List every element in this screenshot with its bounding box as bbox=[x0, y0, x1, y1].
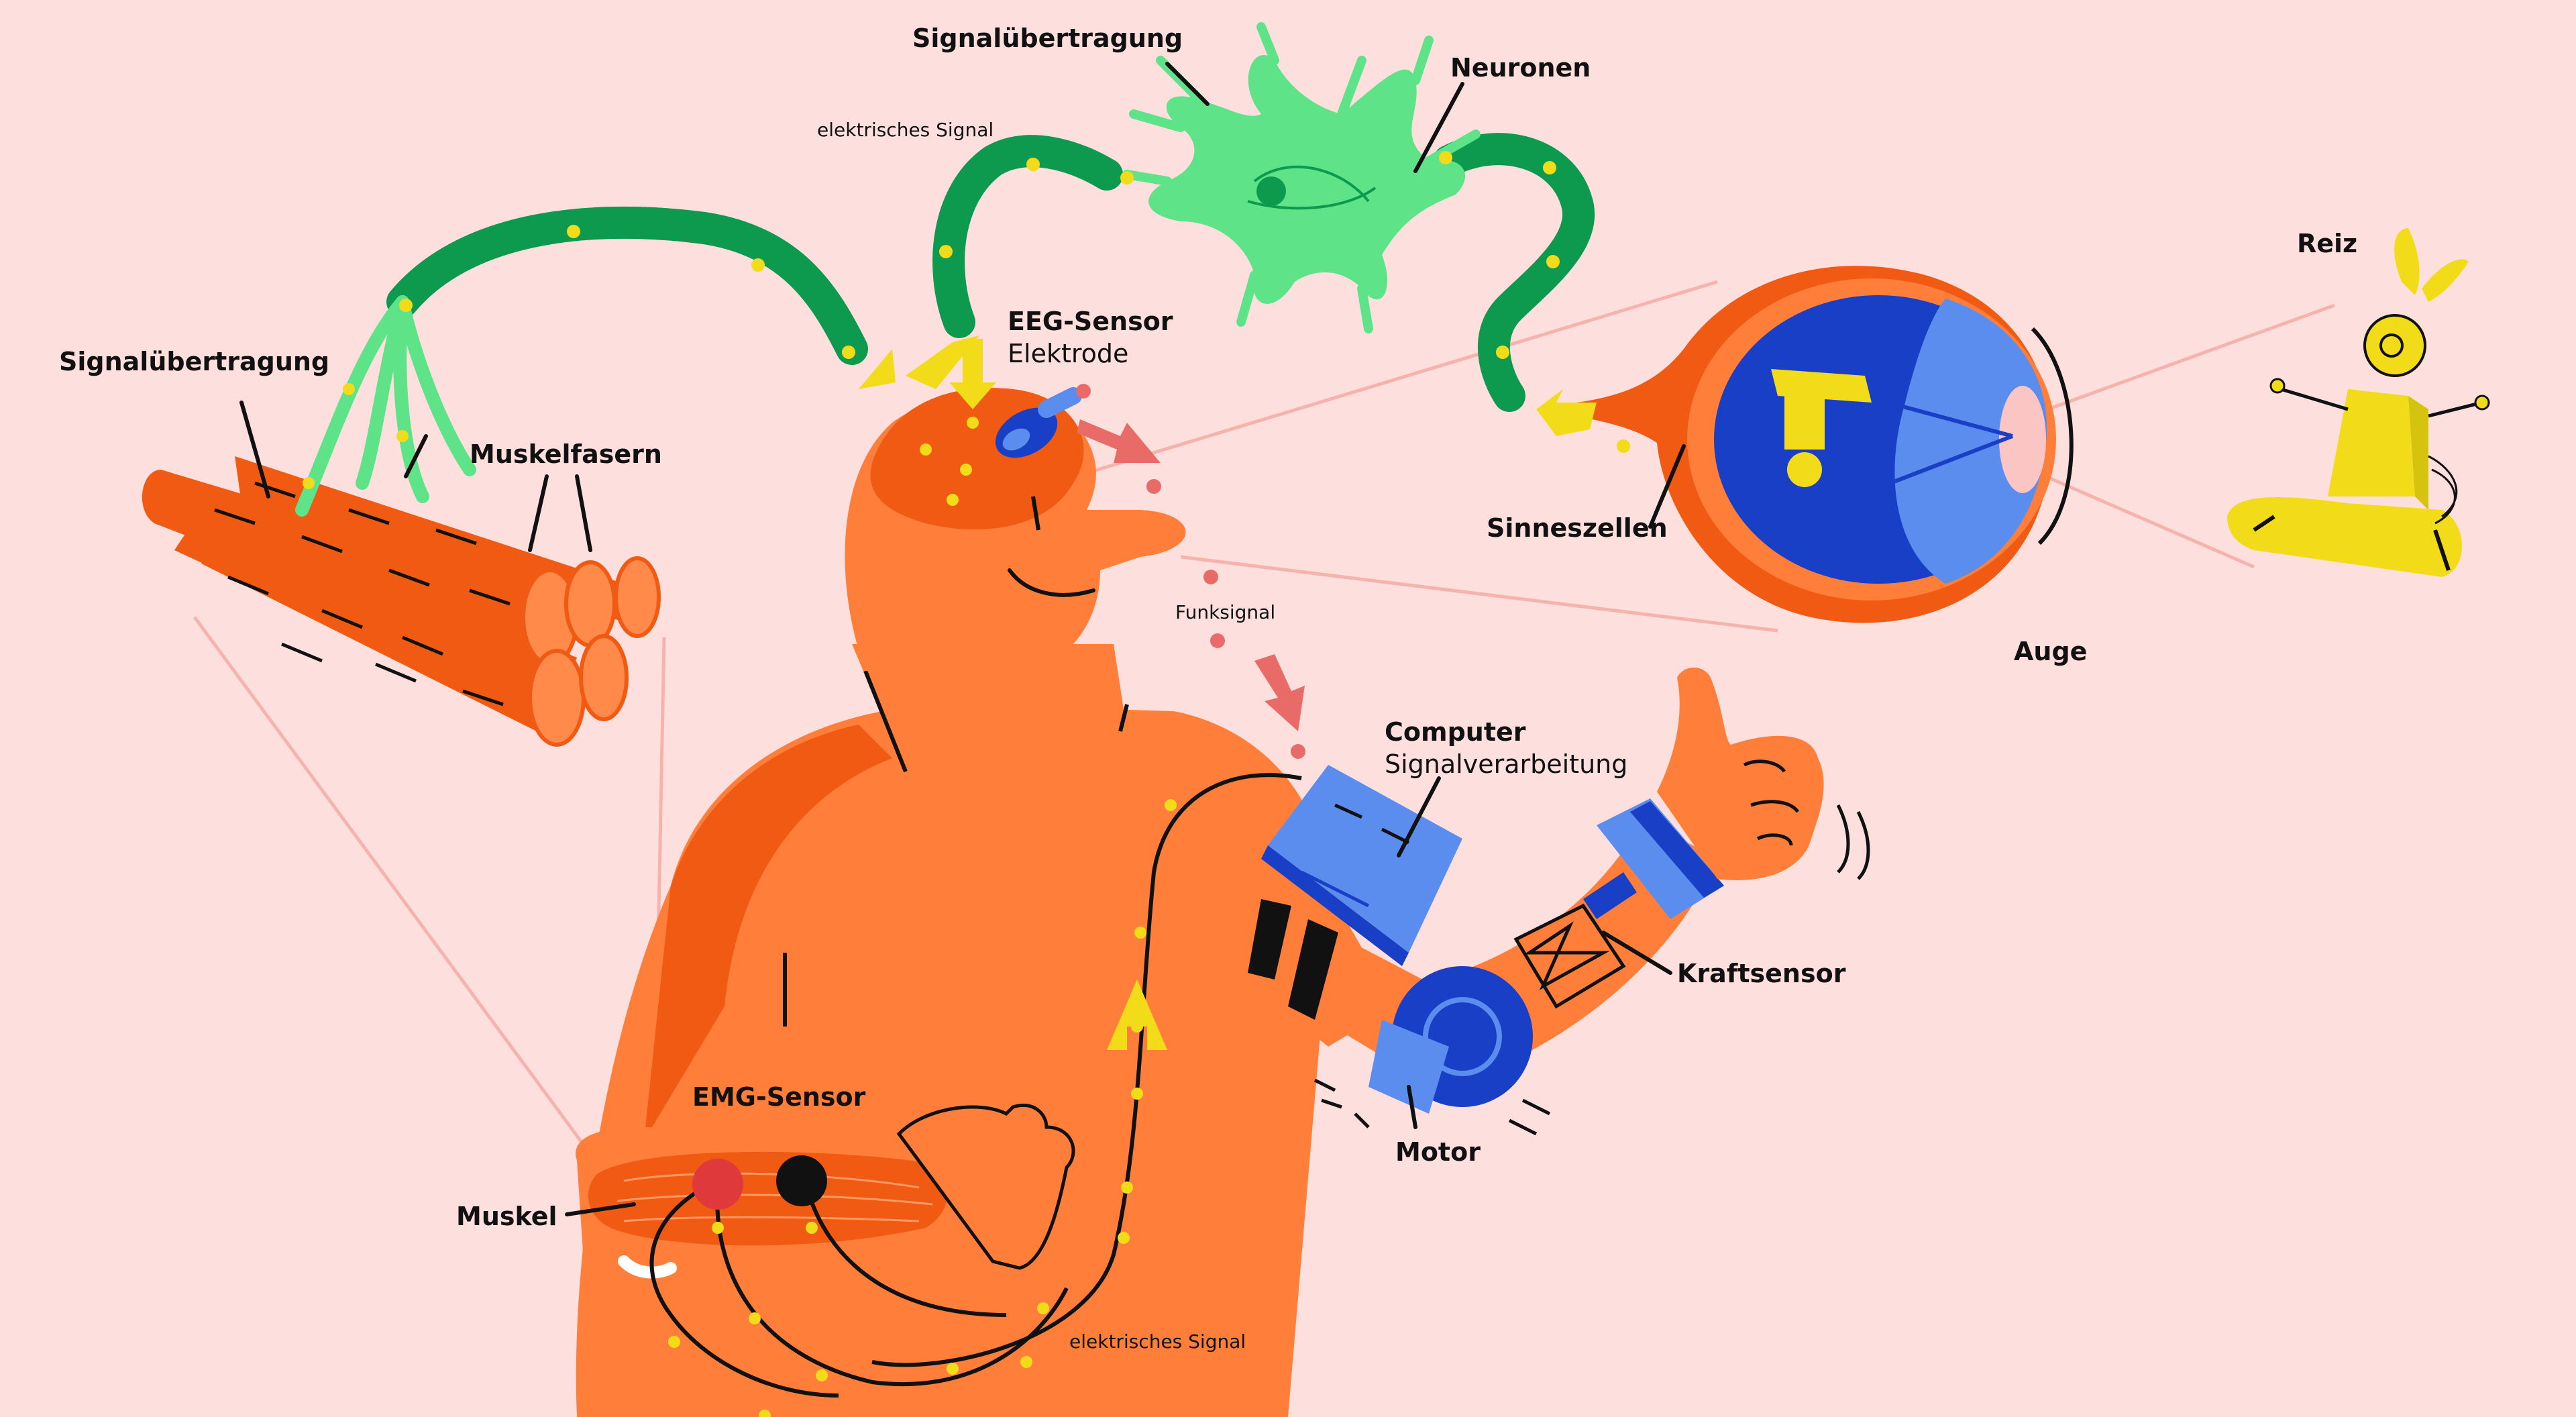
label-eeg-sensor: EEG-Sensor bbox=[1008, 307, 1173, 336]
motor bbox=[1313, 966, 1551, 1136]
muscle-dendrites bbox=[295, 295, 476, 517]
label-electrode: Elektrode bbox=[1008, 339, 1129, 368]
emg-electrode-red bbox=[692, 1159, 743, 1210]
label-motor: Motor bbox=[1395, 1137, 1481, 1167]
prosthetic-arm bbox=[1208, 668, 1870, 1136]
label-neurons: Neuronen bbox=[1450, 53, 1591, 83]
nerve-head bbox=[932, 135, 1123, 338]
label-signal-transmission-top: Signalübertragung bbox=[912, 23, 1183, 53]
nerve-to-muscle bbox=[386, 206, 868, 365]
label-sensory-cells: Sinneszellen bbox=[1487, 513, 1668, 543]
emg-electrode-black bbox=[776, 1155, 827, 1206]
nerve-fibers bbox=[386, 133, 1595, 412]
neck bbox=[852, 644, 1127, 772]
radio-signal bbox=[1076, 384, 1305, 759]
eye bbox=[1576, 266, 2074, 623]
eeg-electrode bbox=[995, 387, 1082, 458]
label-force-sensor: Kraftsensor bbox=[1677, 959, 1846, 988]
thumbs-up-hand bbox=[1657, 668, 1824, 880]
torso-shadow bbox=[644, 725, 892, 1141]
label-electrical-signal-bottom: elektrisches Signal bbox=[1069, 1330, 1246, 1353]
neuron bbox=[1122, 22, 1481, 333]
wrist-cuff bbox=[1597, 798, 1724, 919]
human-figure bbox=[576, 388, 1330, 1417]
nerve-eye bbox=[1433, 133, 1595, 412]
label-radio-signal: Funksignal bbox=[1175, 601, 1276, 623]
label-muscle: Muskel bbox=[456, 1202, 557, 1231]
label-electrical-signal-top: elektrisches Signal bbox=[817, 119, 994, 141]
label-stimulus: Reiz bbox=[2297, 229, 2358, 258]
muscle-fiber-bundle bbox=[142, 456, 661, 747]
smile bbox=[1008, 568, 1095, 597]
signal-arrows bbox=[859, 335, 1597, 1050]
label-signal-processing: Signalverarbeitung bbox=[1385, 749, 1628, 779]
label-eye: Auge bbox=[2014, 637, 2088, 666]
label-computer: Computer bbox=[1385, 717, 1526, 747]
force-sensor bbox=[1513, 903, 1626, 1009]
label-emg-sensor: EMG-Sensor bbox=[692, 1082, 866, 1112]
label-signal-transmission-left: Signalübertragung bbox=[59, 347, 330, 376]
robot-stimulus bbox=[2227, 228, 2490, 577]
label-muscle-fibers: Muskelfasern bbox=[470, 439, 662, 469]
leader-lines bbox=[239, 62, 1686, 1216]
left-hand bbox=[896, 1103, 1075, 1270]
